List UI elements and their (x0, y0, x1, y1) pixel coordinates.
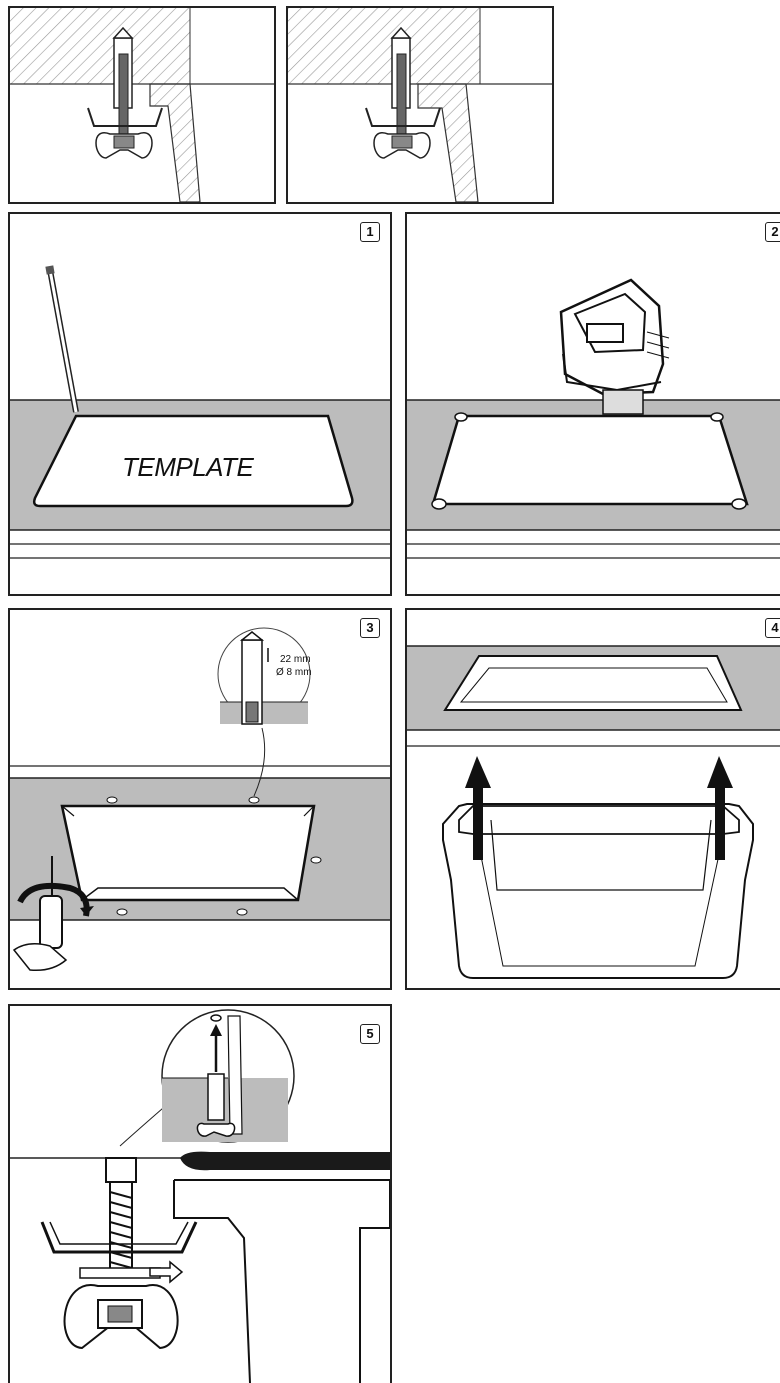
step-number-badge: 2 (765, 222, 780, 242)
step-2-illustration (407, 214, 780, 594)
step-2-panel: 2 (405, 212, 780, 596)
jigsaw-icon (561, 280, 669, 414)
clamp-detail-illustration-b (288, 8, 552, 202)
step-3-panel: 22 mm Ø 8 mm 3 (8, 608, 392, 990)
drill-diameter-label: Ø 8 mm (276, 667, 312, 679)
pencil-icon (45, 265, 76, 412)
sink-rim (174, 1180, 390, 1383)
detail-panel-clamp-b (286, 6, 554, 204)
magnifier-clamp-insertion (162, 1010, 294, 1142)
sink-cutout (62, 806, 314, 900)
step-4-illustration (407, 610, 780, 988)
detail-panel-clamp-a (8, 6, 276, 204)
step-number-badge: 5 (360, 1024, 380, 1044)
sink-bowl (443, 804, 753, 978)
sealant-bead (180, 1152, 390, 1171)
step-4-panel: 4 (405, 608, 780, 990)
cutout-outline (433, 416, 747, 504)
step-number-badge: 1 (360, 222, 380, 242)
step-1-illustration (10, 214, 390, 594)
step-3-illustration (10, 610, 390, 988)
clamp-detail-illustration-a (10, 8, 274, 202)
step-number-badge: 4 (765, 618, 780, 638)
template-label: TEMPLATE (122, 452, 253, 483)
clamp-bolt (42, 1158, 196, 1348)
step-1-panel: TEMPLATE 1 (8, 212, 392, 596)
step-number-badge: 3 (360, 618, 380, 638)
step-5-panel: 5 (8, 1004, 392, 1383)
step-5-illustration (10, 1006, 390, 1383)
drill-depth-label: 22 mm (280, 654, 311, 666)
